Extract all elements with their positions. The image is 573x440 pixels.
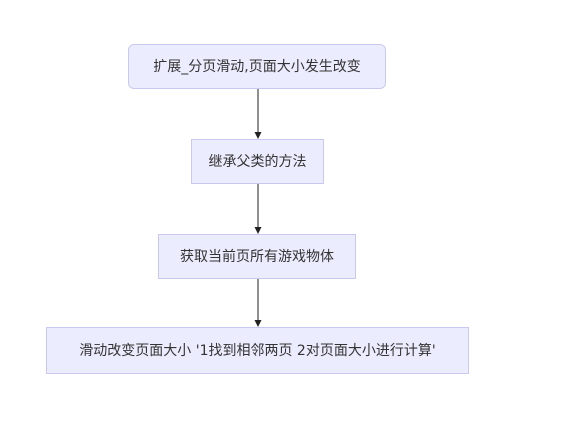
node-label: 滑动改变页面大小 '1找到相邻两页 2对页面大小进行计算' [79,342,436,359]
node-label: 获取当前页所有游戏物体 [180,248,334,265]
node-slide-change-page-size: 滑动改变页面大小 '1找到相邻两页 2对页面大小进行计算' [46,327,469,374]
arrowhead-icon [254,132,262,139]
edge-n2-n3 [254,184,262,234]
node-get-page-game-objects: 获取当前页所有游戏物体 [158,234,356,279]
arrowhead-icon [254,320,262,327]
node-label: 继承父类的方法 [208,153,307,170]
edge-n1-n2 [254,89,262,139]
arrowhead-icon [254,227,262,234]
edge-n3-n4 [254,279,262,327]
node-label: 扩展_分页滑动,页面大小发生改变 [153,58,361,75]
node-extend-paging-resize: 扩展_分页滑动,页面大小发生改变 [128,44,386,89]
node-inherit-parent-method: 继承父类的方法 [191,139,324,184]
